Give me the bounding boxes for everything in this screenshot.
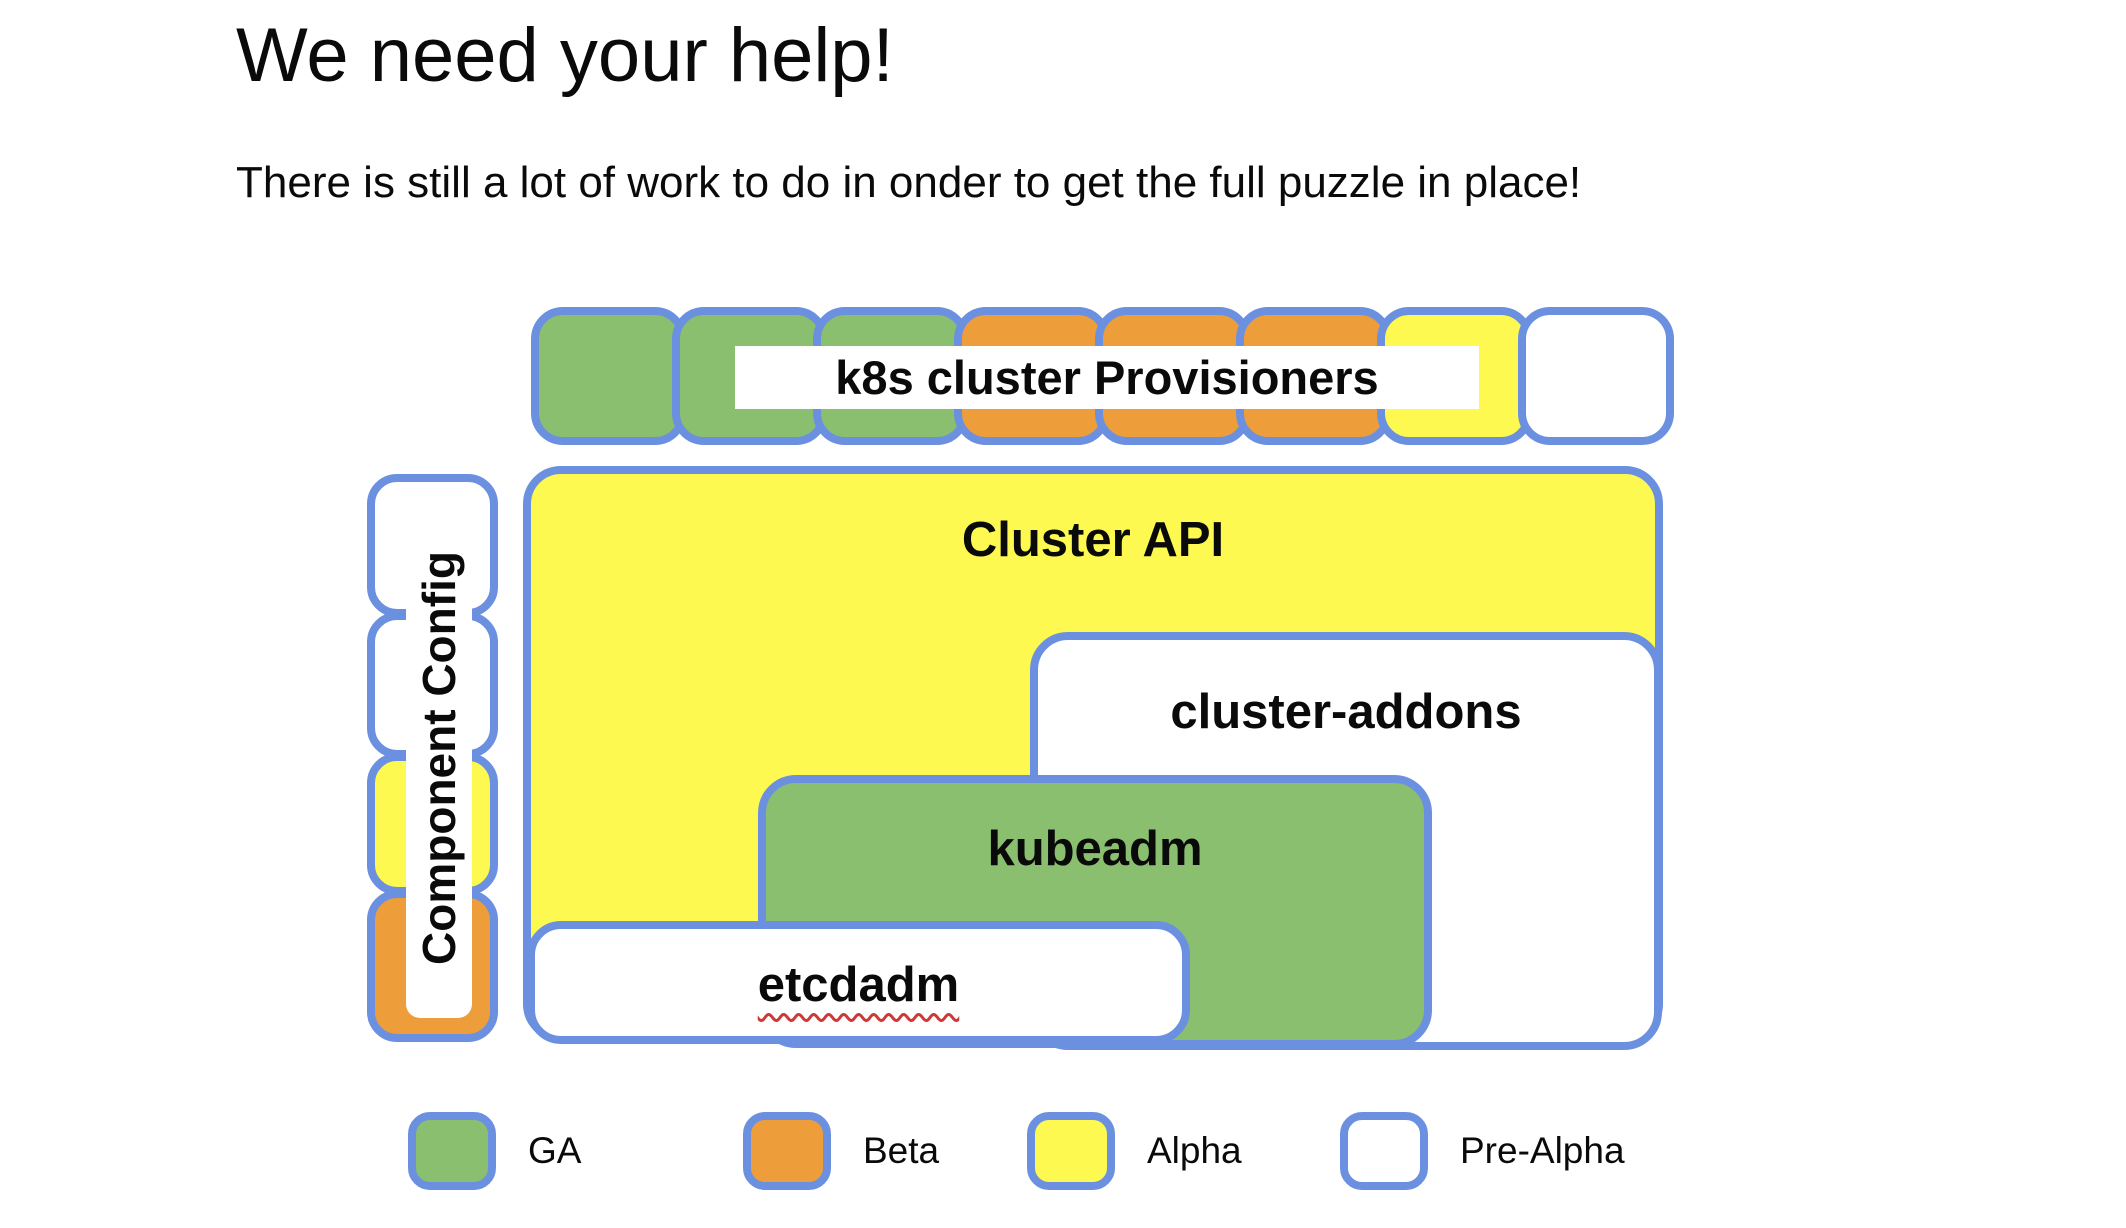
legend-swatch-alpha bbox=[1027, 1112, 1115, 1190]
legend-swatch-pre-alpha bbox=[1340, 1112, 1428, 1190]
etcdadm-box: etcdadm bbox=[527, 921, 1190, 1044]
cluster-api-label: Cluster API bbox=[961, 513, 1225, 567]
legend-label-beta: Beta bbox=[863, 1130, 940, 1171]
legend-item-ga: GA bbox=[408, 1112, 581, 1190]
legend-item-pre-alpha: Pre-Alpha bbox=[1340, 1112, 1625, 1190]
kubeadm-label: kubeadm bbox=[987, 822, 1203, 876]
component-config-label: Component Config bbox=[413, 551, 465, 965]
etcdadm-label: etcdadm bbox=[535, 957, 1182, 1013]
slide-subtitle: There is still a lot of work to do in on… bbox=[236, 158, 1582, 207]
legend-label-alpha: Alpha bbox=[1147, 1130, 1242, 1171]
legend-label-pre-alpha: Pre-Alpha bbox=[1460, 1130, 1625, 1171]
component-config-label-strip bbox=[406, 497, 472, 1018]
puzzle-piece-ga bbox=[531, 307, 687, 445]
puzzle-piece-pre-alpha bbox=[1518, 307, 1674, 445]
legend-swatch-ga bbox=[408, 1112, 496, 1190]
provisioners-label: k8s cluster Provisioners bbox=[735, 346, 1479, 409]
legend-swatch-beta bbox=[743, 1112, 831, 1190]
cluster-addons-label: cluster-addons bbox=[1170, 685, 1522, 739]
page-title: We need your help! bbox=[236, 13, 894, 98]
legend-item-alpha: Alpha bbox=[1027, 1112, 1242, 1190]
legend-item-beta: Beta bbox=[743, 1112, 939, 1190]
etcdadm-spellcheck-text: etcdadm bbox=[757, 958, 960, 1012]
legend-label-ga: GA bbox=[528, 1130, 582, 1171]
